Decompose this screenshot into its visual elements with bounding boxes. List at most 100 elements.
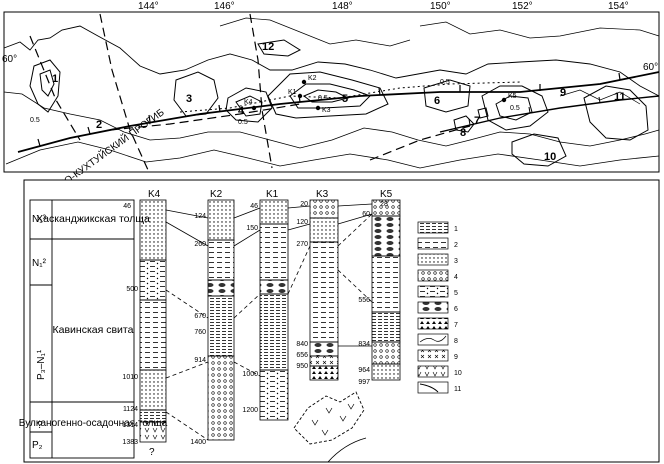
age-p3-n1-1: P₃–N₁¹ (36, 349, 47, 380)
map-label-k2: K2 (308, 75, 317, 82)
column-title: K5 (380, 189, 393, 200)
depth-270: 270 (296, 241, 308, 248)
area-2: 2 (96, 119, 102, 131)
map-well-k1 (297, 93, 303, 99)
depth-1383: 1383 (122, 439, 138, 446)
map-panel: 144° 146° 148° 150° 152° 154° 60° 60° ЮЖ… (2, 1, 660, 202)
depth-60: 60 (362, 211, 370, 218)
longitude-150: 150° (430, 1, 451, 12)
unit-khaskandzhik: Хасканджикская толща (36, 213, 150, 225)
map-label-k4: K4 (244, 99, 253, 106)
depth-500: 500 (126, 286, 138, 293)
age-p2: P₂ (32, 440, 43, 451)
contour-value: 0.5 (30, 117, 40, 124)
unit-volcanic-sedimentary: Вулканогенно-осадочная толща (19, 418, 168, 429)
depth-656: 656 (296, 352, 308, 359)
well-column-k5: K5 28 60 556 834 964 997 (358, 189, 401, 386)
depth-150: 150 (246, 225, 258, 232)
depth-760: 760 (194, 329, 206, 336)
area-5: 5 (342, 93, 348, 105)
depth-1124: 1124 (123, 406, 138, 413)
depth-950: 950 (296, 363, 308, 370)
age-n1-2: N₁² (32, 258, 47, 269)
map-label-k1: K1 (288, 89, 297, 96)
stratigraphy-panel: N₁³ N₁² P₃–N₁¹ ? P₂ Хасканджикская толща… (19, 179, 660, 463)
legend-item: 4 (417, 269, 458, 282)
column-title: K3 (316, 189, 329, 200)
contour-value: 0.5 (440, 79, 450, 86)
svg-text:9: 9 (454, 354, 458, 361)
latitude-right: 60° (643, 62, 658, 73)
area-8: 8 (460, 127, 466, 139)
depth-28: 28 (380, 201, 388, 208)
legend-item: 7 (417, 317, 458, 330)
legend-item: 11 (417, 381, 461, 394)
main-fault (17, 71, 660, 153)
well-column-k2: K2 124 260 670 760 914 1400 (190, 189, 235, 446)
map-well-k2 (301, 79, 307, 85)
depth-556: 556 (358, 297, 370, 304)
legend-item: 6 (417, 301, 458, 314)
depth-834: 834 (358, 341, 370, 348)
legend-item: 3 (417, 253, 458, 266)
column-title: K4 (148, 189, 161, 200)
well-column-k1: K1 46 150 1000 1200 (242, 189, 289, 421)
legend: 1 2 3 4 5 6 7 (417, 221, 462, 394)
stratigraphic-table (29, 199, 135, 459)
svg-text:7: 7 (454, 322, 458, 329)
depth-120: 120 (296, 219, 308, 226)
depth-997: 997 (358, 379, 370, 386)
depth-1000: 1000 (242, 371, 258, 378)
depth-20: 20 (300, 201, 308, 208)
column-footer: ? (149, 447, 155, 458)
longitude-144: 144° (138, 1, 159, 12)
depth-964: 964 (358, 367, 370, 374)
legend-item: 8 (417, 333, 458, 346)
longitude-152: 152° (512, 1, 533, 12)
area-3: 3 (186, 93, 192, 105)
latitude-left: 60° (2, 54, 17, 65)
map-label-k5: K5 (508, 93, 517, 100)
map-well-k3 (315, 105, 321, 111)
column-title: K1 (266, 189, 279, 200)
depth-1200: 1200 (242, 407, 258, 414)
area-4: 4 (238, 105, 245, 117)
depth-670: 670 (194, 313, 206, 320)
column-title: K2 (210, 189, 223, 200)
legend-item: 2 (417, 237, 458, 250)
area-7: 7 (474, 115, 480, 127)
area-12: 12 (262, 41, 274, 53)
depth-1400: 1400 (190, 439, 206, 446)
volcanic-outcrop (293, 391, 365, 445)
contour-value: 0.5 (318, 95, 328, 102)
svg-text:1: 1 (454, 226, 458, 233)
area-10: 10 (544, 151, 556, 163)
well-column-k4: K4 46 500 1010 1124 1314 1383 ? (122, 189, 167, 458)
legend-item: 5 (417, 285, 458, 298)
svg-text:3: 3 (454, 258, 458, 265)
age-unknown: ? (37, 420, 43, 431)
depth-1010: 1010 (122, 374, 138, 381)
contour-value: 0.5 (238, 119, 248, 126)
legend-item: 1 (417, 221, 458, 234)
depth-1314: 1314 (122, 422, 138, 429)
svg-text:2: 2 (454, 242, 458, 249)
coastline (3, 25, 660, 97)
svg-text:5: 5 (454, 290, 458, 297)
map-well-k5 (501, 97, 507, 103)
depth-840: 840 (296, 341, 308, 348)
svg-text:4: 4 (454, 274, 458, 281)
depth-46: 46 (123, 203, 131, 210)
area-11: 11 (614, 91, 626, 103)
correlation-lines (165, 203, 373, 347)
age-n1-3: N₁³ (32, 214, 47, 225)
well-column-k3: K3 20 120 270 840 656 950 (296, 189, 339, 381)
unit-kavinskaya: Кавинская свита (53, 324, 134, 336)
longitude-154: 154° (608, 1, 629, 12)
longitude-146: 146° (214, 1, 235, 12)
area-9: 9 (560, 87, 566, 99)
svg-text:6: 6 (454, 306, 458, 313)
svg-text:8: 8 (454, 338, 458, 345)
map-label-k3: K3 (322, 107, 331, 114)
